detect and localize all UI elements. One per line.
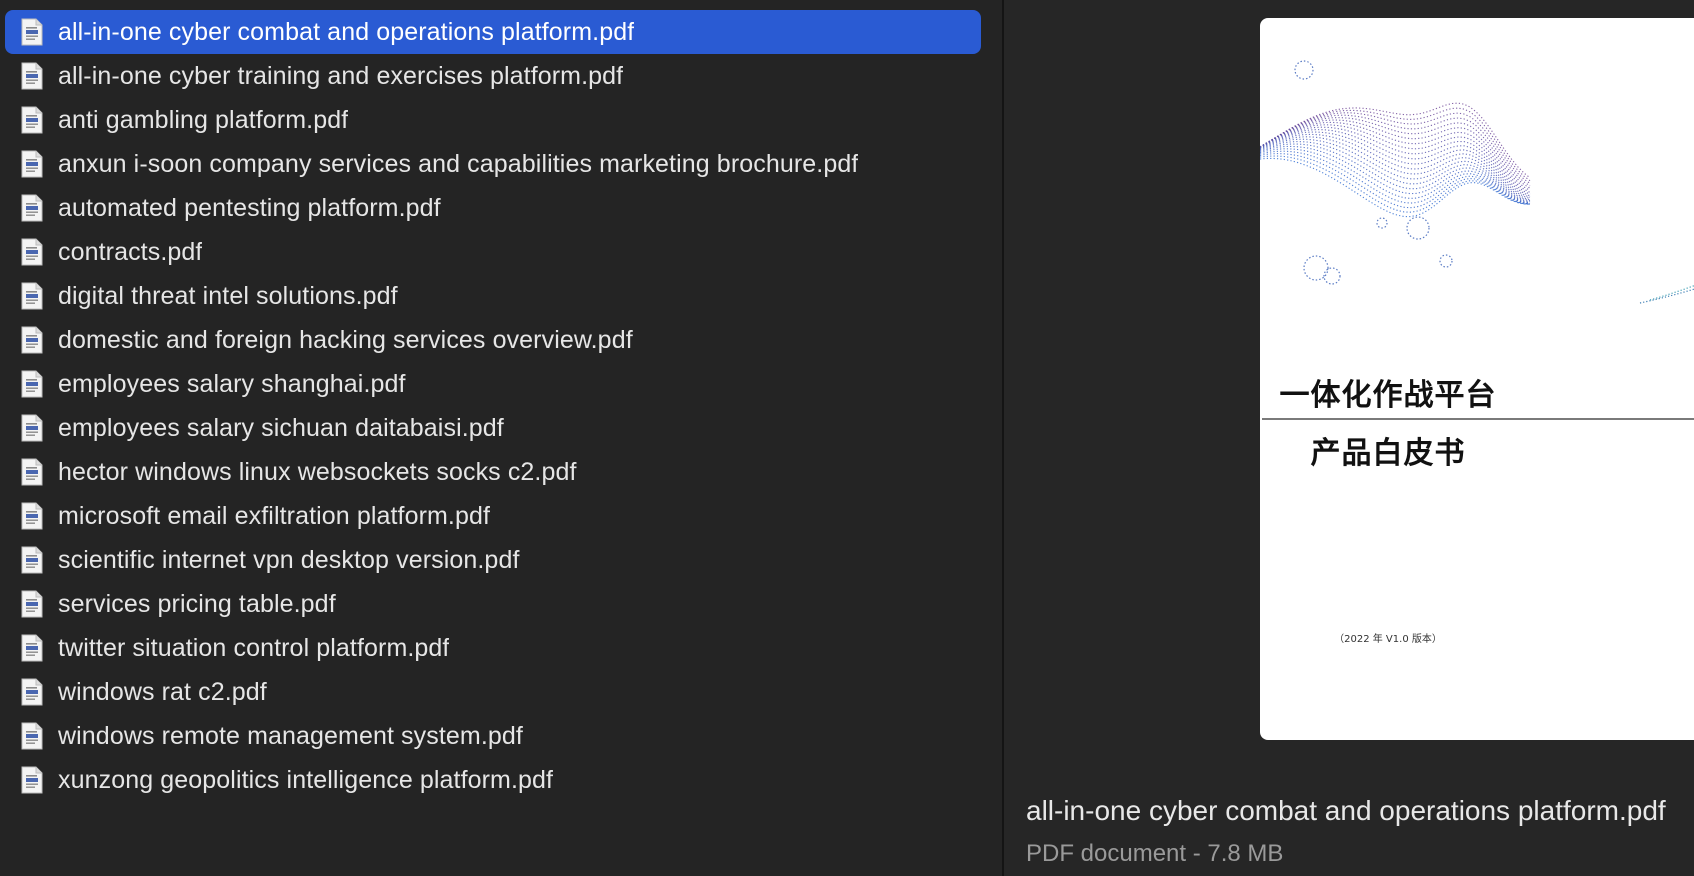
- pdf-document-icon: [21, 282, 43, 310]
- file-name: microsoft email exfiltration platform.pd…: [58, 502, 491, 530]
- doc-version: （2022 年 V1.0 版本）: [1334, 634, 1442, 645]
- file-row[interactable]: anti gambling platform.pdf: [5, 98, 981, 142]
- file-name: twitter situation control platform.pdf: [58, 634, 450, 662]
- pdf-document-icon: [21, 590, 43, 618]
- pdf-document-icon: [21, 18, 43, 46]
- preview-file-meta: PDF document - 7.8 MB: [1026, 840, 1284, 867]
- file-name: all-in-one cyber training and exercises …: [58, 62, 624, 90]
- file-row[interactable]: microsoft email exfiltration platform.pd…: [5, 494, 981, 538]
- file-name: automated pentesting platform.pdf: [58, 194, 441, 222]
- file-name: domestic and foreign hacking services ov…: [58, 326, 633, 354]
- doc-divider: [1262, 418, 1694, 420]
- wave-graphic: [1260, 60, 1694, 304]
- file-row[interactable]: twitter situation control platform.pdf: [5, 626, 981, 670]
- file-name: windows rat c2.pdf: [58, 678, 267, 706]
- file-name: digital threat intel solutions.pdf: [58, 282, 398, 310]
- preview-pane: 一体化作战平台 产品白皮书 （2022 年 V1.0 版本） all-in-on…: [1004, 0, 1694, 876]
- file-name: contracts.pdf: [58, 238, 203, 266]
- pdf-document-icon: [21, 722, 43, 750]
- pdf-document-icon: [21, 414, 43, 442]
- pdf-document-icon: [21, 634, 43, 662]
- doc-title-line1: 一体化作战平台: [1279, 378, 1497, 413]
- file-name: xunzong geopolitics intelligence platfor…: [58, 766, 554, 794]
- file-row[interactable]: employees salary shanghai.pdf: [5, 362, 981, 406]
- file-row[interactable]: hector windows linux websockets socks c2…: [5, 450, 981, 494]
- file-row[interactable]: contracts.pdf: [5, 230, 981, 274]
- file-row[interactable]: windows rat c2.pdf: [5, 670, 981, 714]
- file-row[interactable]: digital threat intel solutions.pdf: [5, 274, 981, 318]
- pdf-document-icon: [21, 194, 43, 222]
- pdf-document-icon: [21, 766, 43, 794]
- pdf-document-icon: [21, 326, 43, 354]
- file-row[interactable]: domestic and foreign hacking services ov…: [5, 318, 981, 362]
- file-name: employees salary sichuan daitabaisi.pdf: [58, 414, 504, 442]
- pdf-document-icon: [21, 502, 43, 530]
- file-name: all-in-one cyber combat and operations p…: [58, 18, 635, 46]
- file-row[interactable]: anxun i-soon company services and capabi…: [5, 142, 981, 186]
- pdf-document-icon: [21, 678, 43, 706]
- file-row[interactable]: windows remote management system.pdf: [5, 714, 981, 758]
- file-row[interactable]: automated pentesting platform.pdf: [5, 186, 981, 230]
- file-row[interactable]: employees salary sichuan daitabaisi.pdf: [5, 406, 981, 450]
- file-name: employees salary shanghai.pdf: [58, 370, 406, 398]
- file-row[interactable]: all-in-one cyber combat and operations p…: [5, 10, 981, 54]
- file-name: services pricing table.pdf: [58, 590, 336, 618]
- file-name: scientific internet vpn desktop version.…: [58, 546, 520, 574]
- file-row[interactable]: all-in-one cyber training and exercises …: [5, 54, 981, 98]
- pdf-document-icon: [21, 546, 43, 574]
- pdf-document-icon: [21, 370, 43, 398]
- document-thumbnail[interactable]: 一体化作战平台 产品白皮书 （2022 年 V1.0 版本）: [1260, 18, 1694, 740]
- doc-title-line2: 产品白皮书: [1310, 436, 1466, 471]
- file-name: hector windows linux websockets socks c2…: [58, 458, 577, 486]
- file-row[interactable]: services pricing table.pdf: [5, 582, 981, 626]
- pdf-document-icon: [21, 150, 43, 178]
- file-list[interactable]: all-in-one cyber combat and operations p…: [0, 0, 1004, 876]
- preview-file-name: all-in-one cyber combat and operations p…: [1026, 795, 1666, 826]
- file-name: windows remote management system.pdf: [58, 722, 523, 750]
- file-name: anti gambling platform.pdf: [58, 106, 349, 134]
- pdf-document-icon: [21, 62, 43, 90]
- pdf-document-icon: [21, 458, 43, 486]
- file-row[interactable]: scientific internet vpn desktop version.…: [5, 538, 981, 582]
- file-name: anxun i-soon company services and capabi…: [58, 150, 859, 178]
- pdf-document-icon: [21, 106, 43, 134]
- file-row[interactable]: xunzong geopolitics intelligence platfor…: [5, 758, 981, 802]
- pdf-document-icon: [21, 238, 43, 266]
